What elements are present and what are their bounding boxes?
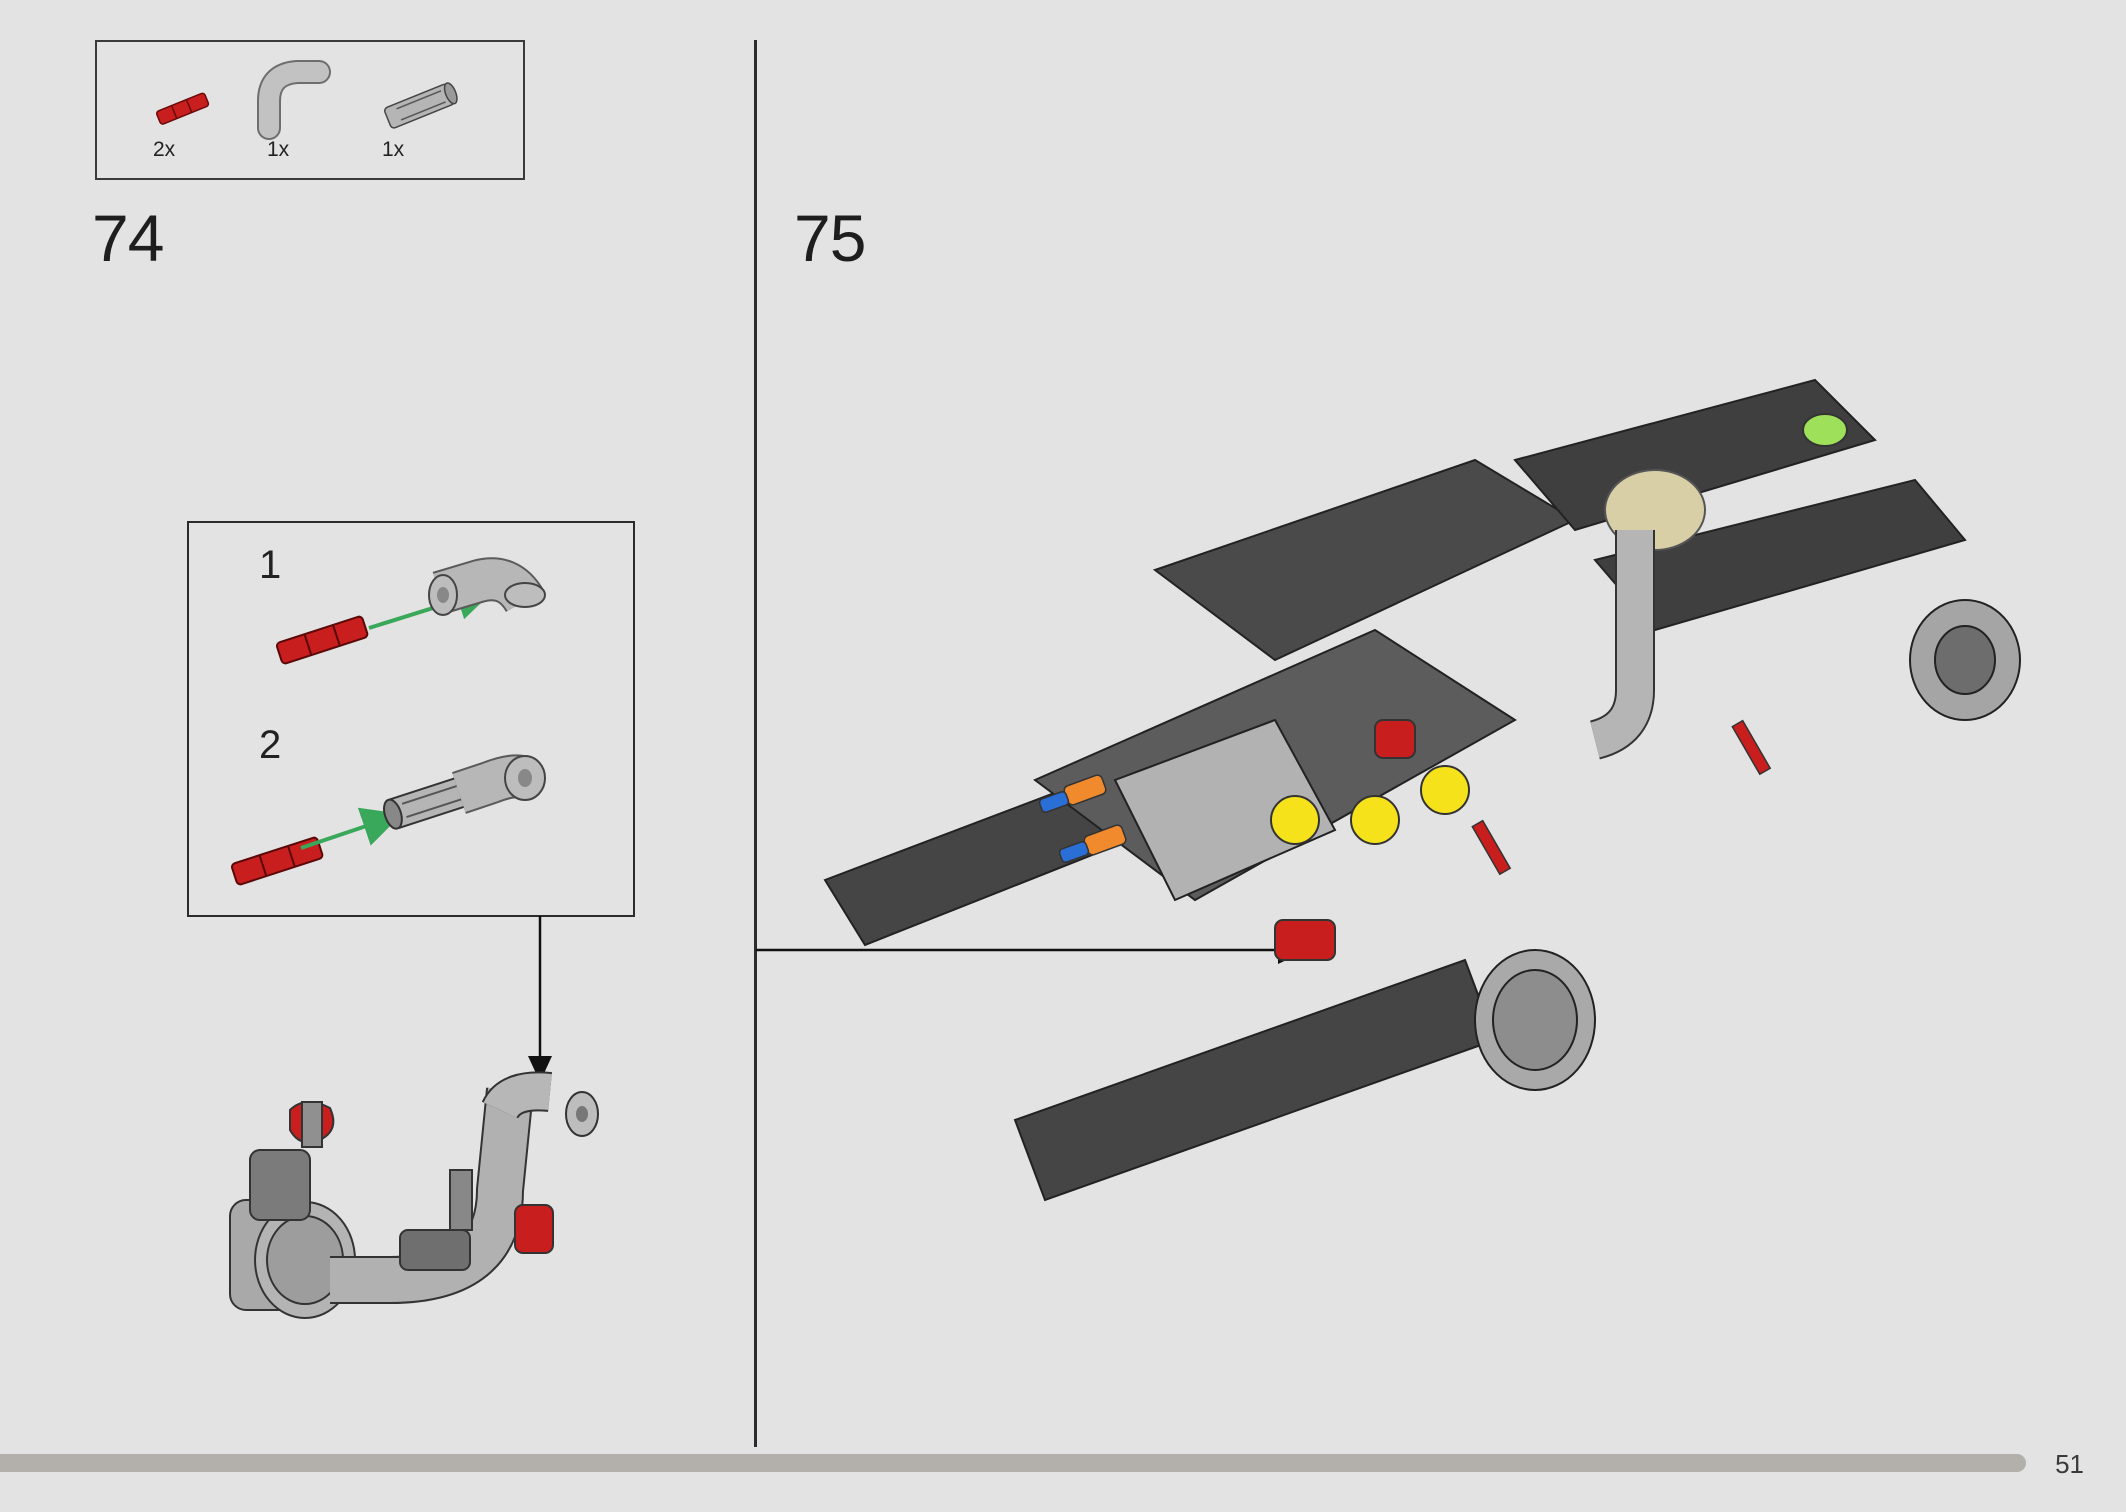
subassembly-illustration bbox=[231, 557, 546, 886]
gray-bent-pipe-icon bbox=[428, 557, 546, 616]
parts-list-box: 2x 1x 1x bbox=[95, 40, 525, 180]
down-arrow bbox=[528, 916, 552, 1082]
step74-assembly-illustration bbox=[229, 1071, 599, 1319]
part-qty: 1x bbox=[382, 138, 405, 161]
gray-bent-pipe-icon bbox=[257, 60, 331, 140]
page-number: 51 bbox=[2055, 1449, 2084, 1479]
gray-bent-pipe-icon bbox=[452, 754, 546, 814]
red-axle-pin-icon bbox=[155, 92, 210, 125]
substep-number: 1 bbox=[259, 543, 282, 587]
step75-model-illustration bbox=[823, 378, 2021, 1202]
page-progress-bar bbox=[0, 1454, 2026, 1472]
step-number: 74 bbox=[92, 201, 164, 275]
red-axle-pin-icon bbox=[231, 836, 324, 886]
step-number: 75 bbox=[794, 201, 866, 275]
gray-connector-icon bbox=[384, 82, 458, 129]
red-axle-pin-icon bbox=[276, 615, 369, 665]
substep-number: 2 bbox=[259, 723, 282, 767]
part-qty: 1x bbox=[267, 138, 290, 161]
subassembly-box: 1 2 bbox=[187, 521, 635, 917]
step-divider bbox=[754, 40, 757, 1447]
part-qty: 2x bbox=[153, 138, 176, 161]
gray-connector-icon bbox=[383, 775, 472, 830]
